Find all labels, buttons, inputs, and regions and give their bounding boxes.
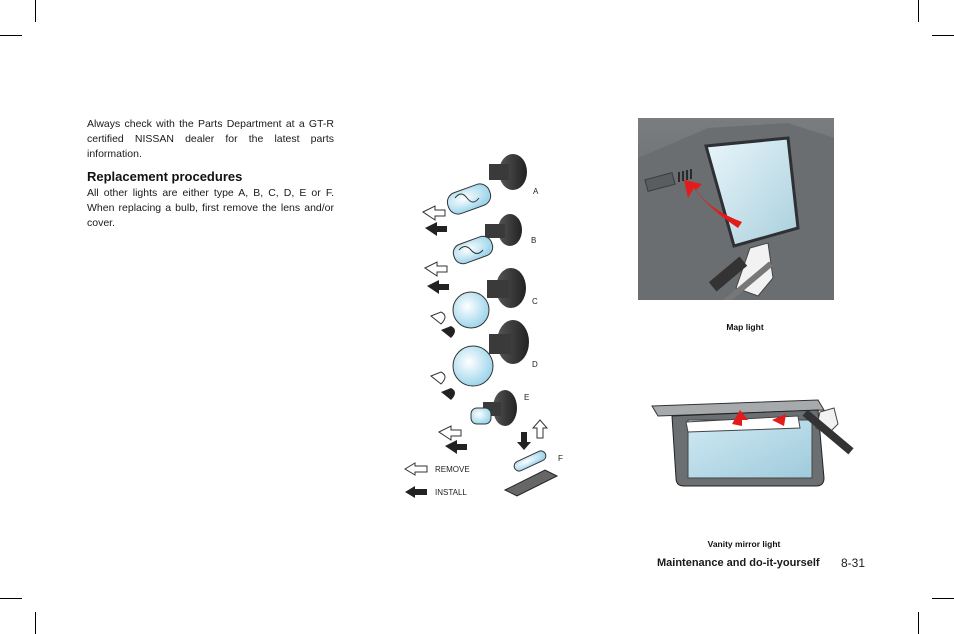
crop-mark — [918, 0, 919, 22]
legend-install: INSTALL — [435, 488, 467, 497]
map-light-illustration — [638, 118, 834, 300]
label-a: A — [533, 187, 539, 196]
crop-mark — [35, 0, 36, 22]
footer-section-title: Maintenance and do-it-yourself — [657, 557, 820, 569]
bulb-b — [424, 214, 522, 294]
label-c: C — [532, 297, 538, 306]
bulb-d — [430, 320, 529, 400]
legend-remove: REMOVE — [435, 465, 470, 474]
crop-mark — [932, 35, 954, 36]
bulb-c — [430, 268, 526, 338]
bulb-types-diagram: A B C D E F REMOVE INSTALL — [404, 154, 563, 498]
install-arrow-icon — [405, 486, 427, 498]
bulb-e — [438, 390, 517, 454]
page-number: 8-31 — [841, 556, 866, 570]
crop-mark — [0, 35, 22, 36]
section-body: All other lights are either type A, B, C… — [87, 187, 334, 229]
bulb-a — [422, 154, 527, 236]
label-f: F — [558, 454, 563, 463]
crop-mark — [0, 598, 22, 599]
label-b: B — [531, 236, 536, 245]
crop-mark — [35, 612, 36, 634]
vanity-mirror-illustration — [651, 399, 854, 487]
label-d: D — [532, 360, 538, 369]
map-light-caption: Map light — [726, 322, 764, 332]
crop-mark — [932, 598, 954, 599]
section-heading: Replacement procedures — [87, 169, 243, 184]
vanity-mirror-caption: Vanity mirror light — [707, 539, 781, 549]
crop-mark — [918, 612, 919, 634]
intro-paragraph: Always check with the Parts Department a… — [87, 118, 334, 160]
label-e: E — [524, 393, 529, 402]
remove-arrow-icon — [404, 462, 428, 476]
bulb-f — [503, 419, 559, 497]
